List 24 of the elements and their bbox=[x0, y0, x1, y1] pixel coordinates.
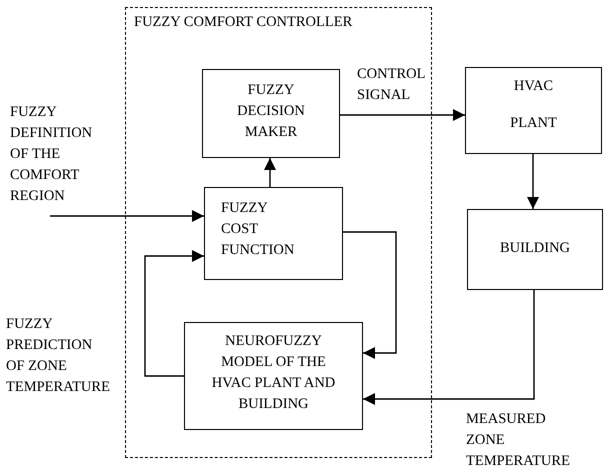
edge-label: CONTROL SIGNAL bbox=[357, 65, 426, 105]
process-box bbox=[202, 69, 340, 158]
process-box bbox=[184, 322, 363, 430]
process-label: FUZZY COST FUNCTION bbox=[221, 199, 296, 260]
process-box bbox=[467, 209, 603, 290]
process-label: BUILDING bbox=[498, 239, 572, 258]
edge-label: FUZZY PREDICTION OF ZONE TEMPERATURE bbox=[6, 315, 111, 397]
process-label: PLANT bbox=[509, 114, 558, 133]
arrow bbox=[340, 109, 465, 121]
arrow bbox=[527, 154, 539, 209]
process-box bbox=[465, 67, 602, 154]
process-label: FUZZY DECISION MAKER bbox=[236, 81, 306, 142]
input-label: FUZZY DEFINITION OF THE COMFORT REGION bbox=[10, 103, 94, 206]
arrow bbox=[343, 231, 397, 359]
process-box bbox=[204, 187, 343, 280]
controller-boundary bbox=[125, 7, 432, 458]
arrow bbox=[363, 290, 535, 405]
edge-label: MEASURED ZONE TEMPERATURE bbox=[466, 410, 571, 471]
arrow bbox=[144, 250, 204, 377]
process-label: NEUROFUZZY MODEL OF THE HVAC PLANT AND BUILDING bbox=[211, 332, 336, 414]
controller-title: FUZZY COMFORT CONTROLLER bbox=[134, 13, 354, 32]
arrow bbox=[264, 158, 276, 187]
arrow bbox=[50, 210, 204, 222]
process-label: HVAC bbox=[512, 77, 554, 96]
